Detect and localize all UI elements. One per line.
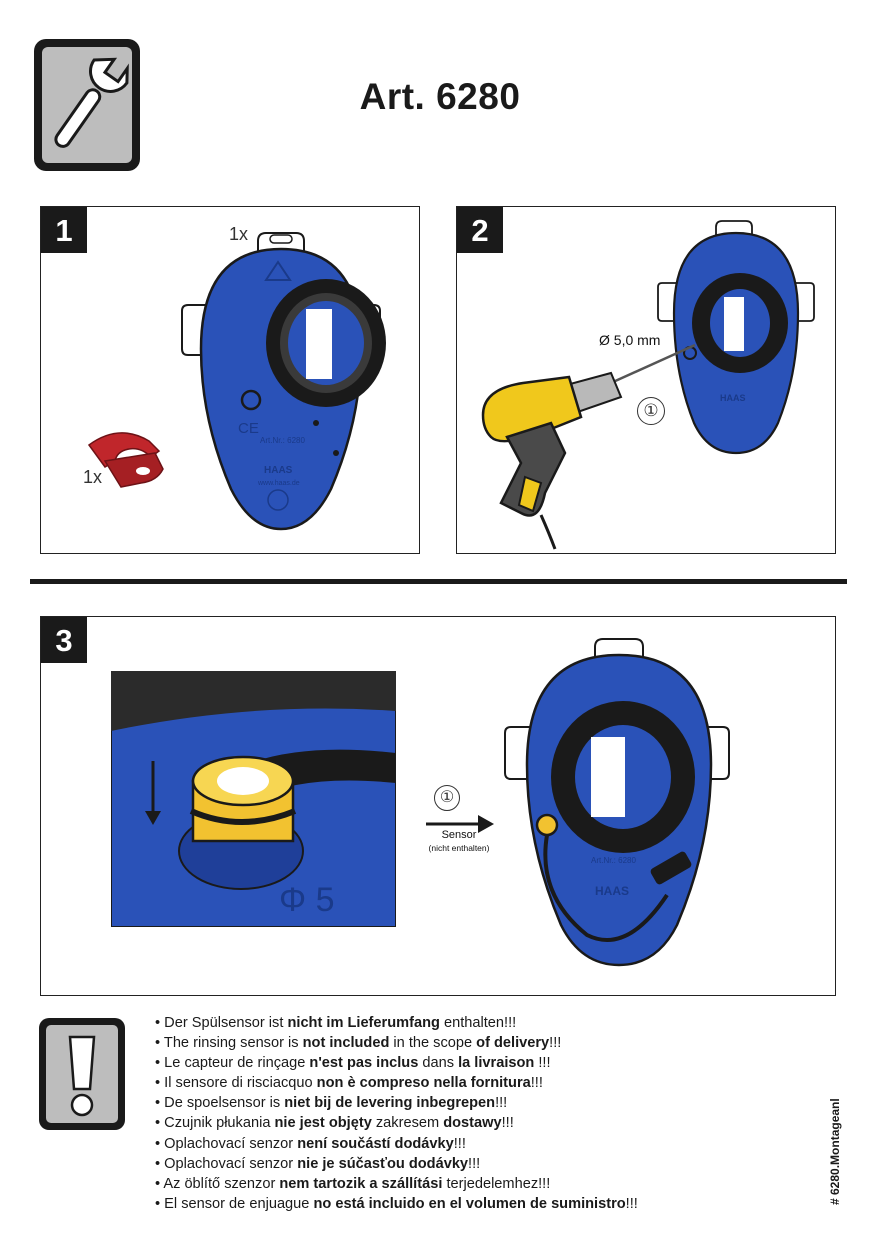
pipe-clip bbox=[87, 432, 164, 488]
section-divider bbox=[30, 579, 847, 584]
drill-size-label: Ø 5,0 mm bbox=[599, 332, 661, 348]
step-number: 2 bbox=[457, 207, 503, 253]
warning-line: Az öblítő szenzor nem tartozik a szállít… bbox=[155, 1174, 795, 1194]
quantity-label: 1x bbox=[83, 467, 103, 487]
page-title: Art. 6280 bbox=[359, 76, 521, 117]
warning-line: De spoelsensor is niet bij de levering i… bbox=[155, 1093, 795, 1113]
document-id: # 6280.Montageanl bbox=[828, 1098, 842, 1205]
website-text: www.haas.de bbox=[257, 480, 300, 487]
recycle-icon bbox=[264, 260, 292, 281]
step-3-panel: 3 Φ 5 ① Sensor (nicht enthalten) HAAS Ar… bbox=[40, 616, 836, 996]
step-number: 3 bbox=[41, 617, 87, 663]
svg-text:HAAS: HAAS bbox=[720, 393, 746, 403]
warning-line: El sensor de enjuague no está incluido e… bbox=[155, 1194, 795, 1214]
warning-line: Oplachovací senzor není součástí dodávky… bbox=[155, 1134, 795, 1154]
callout-number: ① bbox=[637, 397, 665, 425]
wrench-icon bbox=[34, 39, 140, 171]
detail-zoom-image: Φ 5 bbox=[111, 671, 396, 927]
warning-list: Der Spülsensor ist nicht im Lieferumfang… bbox=[155, 1013, 795, 1214]
sealing-box-device: HAAS Art.Nr.: 6280 bbox=[504, 638, 730, 967]
sensor-note: (nicht enthalten) bbox=[428, 843, 490, 853]
warning-line: The rinsing sensor is not included in th… bbox=[155, 1033, 795, 1053]
quantity-label: 1x bbox=[229, 224, 249, 244]
art-number-text: Art.Nr.: 6280 bbox=[260, 436, 305, 445]
sensor-label: Sensor bbox=[441, 829, 477, 841]
warning-line: Le capteur de rinçage n'est pas inclus d… bbox=[155, 1053, 795, 1073]
svg-text:Art.Nr.: 6280: Art.Nr.: 6280 bbox=[591, 856, 636, 865]
warning-line: Oplachovací senzor nie je súčasťou dodáv… bbox=[155, 1154, 795, 1174]
sealing-box-device: HAAS bbox=[657, 220, 815, 455]
step-number: 1 bbox=[41, 207, 87, 253]
svg-text:HAAS: HAAS bbox=[595, 884, 629, 898]
arrow-right-icon bbox=[426, 815, 494, 833]
svg-text:CE: CE bbox=[238, 420, 259, 437]
exclamation-icon bbox=[39, 1018, 125, 1130]
drill-icon bbox=[481, 343, 696, 550]
warning-line: Der Spülsensor ist nicht im Lieferumfang… bbox=[155, 1013, 795, 1033]
brand-text: HAAS bbox=[264, 465, 293, 476]
sealing-box-device: Art.Nr.: 6280 HAAS www.haas.de CE bbox=[181, 232, 386, 531]
warning-line: Il sensore di risciacquo non è compreso … bbox=[155, 1073, 795, 1093]
step-2-panel: 2 Ø 5,0 mm ① HAAS bbox=[456, 206, 836, 554]
step-1-panel: 1 1x 1x Art.Nr.: 6280 HAAS www.haas.de C… bbox=[40, 206, 420, 554]
callout-number: ① bbox=[434, 785, 460, 811]
warning-line: Czujnik płukania nie jest objęty zakrese… bbox=[155, 1113, 795, 1133]
svg-text:Φ 5: Φ 5 bbox=[279, 881, 334, 919]
